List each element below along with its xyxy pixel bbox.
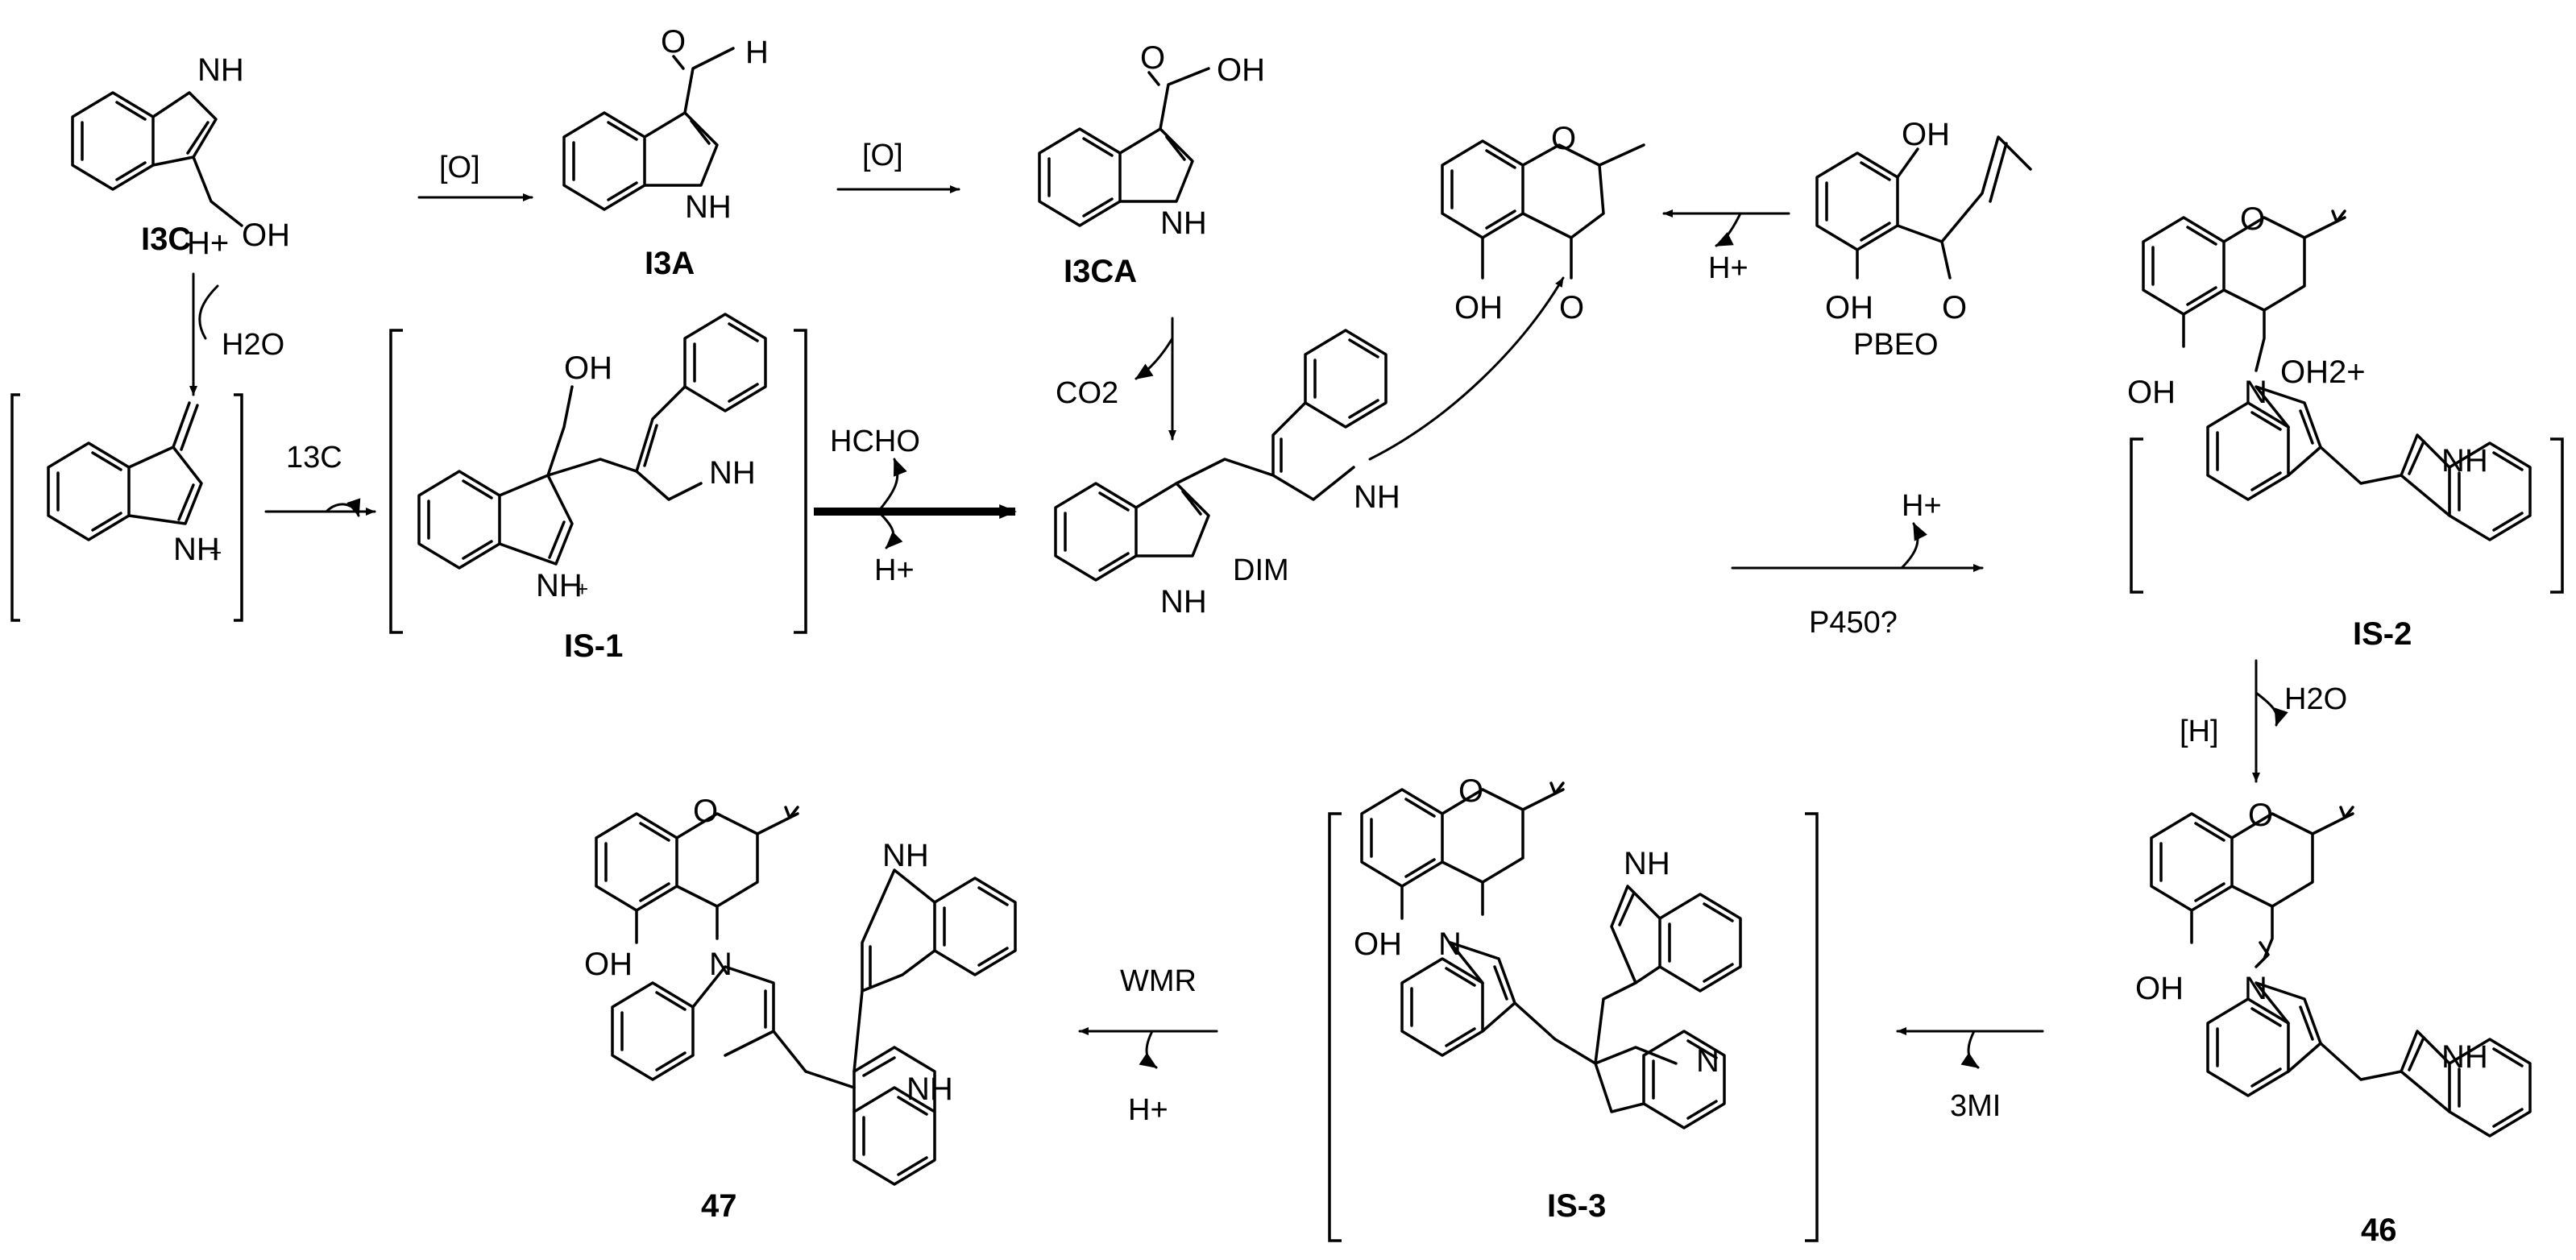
is3-label: IS-3 [1547, 1188, 1606, 1224]
c46-oh-label: OH [2135, 971, 2184, 1006]
i3c-hplus-label: H+ [187, 226, 229, 261]
c47-nh-bottom-label: NH [906, 1071, 953, 1107]
chroman-oh-label: OH [1454, 290, 1503, 325]
c47-oh-label: OH [584, 947, 633, 982]
c46-label: 46 [2361, 1212, 2397, 1248]
i3c-addition-label: 13C [286, 441, 342, 475]
is1-plus-label: + [576, 577, 588, 601]
i3a-h-label: H [745, 35, 769, 70]
arrow-pbeo-to-chroman: H+ [1662, 209, 1790, 285]
arrow-dim-attack [1368, 276, 1565, 461]
i3c-nh-label: NH [197, 52, 244, 88]
pbeo-structure: OH OH O PBEO [1815, 117, 2032, 362]
arrow-is2-to-46: [H] H2O [2180, 659, 2347, 783]
c46-o-label: O [2248, 798, 2273, 833]
is3-n-label: N [1438, 926, 1462, 962]
is3-intermediate: O OH N NH N IS-3 [1328, 773, 1819, 1242]
i3ca-o-label: O [1140, 40, 1165, 76]
water-loss-label-2: H2O [2284, 682, 2347, 716]
pbeo-label: PBEO [1853, 328, 1939, 362]
proton-label-1: H+ [874, 553, 915, 587]
p450-label: P450? [1809, 606, 1898, 640]
azafulvene-intermediate: NH + [10, 393, 243, 622]
i3a-label: I3A [645, 246, 695, 281]
is1-label: IS-1 [564, 628, 623, 664]
water-loss-label: H2O [222, 328, 284, 362]
proton-label-4: H+ [1128, 1093, 1168, 1127]
i3a-o-label: O [661, 24, 686, 60]
i3ca-structure: O OH NH I3CA [1038, 40, 1265, 289]
oxidation-2-label: [O] [862, 139, 903, 172]
is1-intermediate: OH NH NH + IS-1 [389, 313, 807, 664]
i3a-nh-label: NH [685, 189, 732, 225]
azafulvene-plus-label: + [209, 541, 222, 565]
i3ca-nh-label: NH [1160, 205, 1207, 241]
arrow-azafulvene-to-is1: 13C [264, 441, 376, 517]
chroman-intermediate: O OH O [1441, 121, 1645, 325]
is2-intermediate: O OH OH2+ N NH IS-2 [2127, 201, 2564, 652]
is3-nh-label: NH [1624, 846, 1670, 881]
is3-o-label: O [1458, 773, 1483, 809]
wmr-label: WMR [1120, 964, 1197, 998]
chroman-o-label: O [1551, 121, 1576, 156]
arrow-i3ca-to-dim: CO2 [1056, 317, 1176, 441]
proton-label-2: H+ [1708, 251, 1748, 285]
is2-oh-label: OH [2127, 375, 2176, 410]
is3-oh-label: OH [1354, 926, 1402, 962]
compound-47: O OH N NH NH 47 [584, 794, 1017, 1224]
is1-nh-label: NH [709, 455, 756, 491]
arrow-dim-to-is2: H+ P450? [1731, 489, 1984, 640]
addition-3mi-label: 3MI [1950, 1089, 2001, 1123]
dim-structure: NH NH DIM [1054, 329, 1400, 620]
i3a-structure: O H NH I3A [562, 24, 769, 281]
i3c-label: I3C [141, 222, 191, 257]
arrow-is3-to-47: WMR H+ [1078, 964, 1218, 1127]
i3c-structure: NH OH H+ I3C [71, 52, 290, 261]
arrow-i3c-to-i3a: [O] [417, 151, 533, 201]
is2-oh2plus-label: OH2+ [2280, 354, 2366, 390]
c46-nh-label: NH [2441, 1039, 2488, 1075]
proton-label-3: H+ [1902, 489, 1942, 523]
co2-label: CO2 [1056, 376, 1118, 410]
arrow-is1-to-dim: HCHO H+ [814, 425, 1017, 587]
is2-nh-label: NH [2441, 443, 2488, 479]
is1-nhplus-label: NH [536, 568, 583, 603]
c47-n-label: N [709, 947, 732, 982]
chroman-ketone-o-label: O [1559, 290, 1584, 325]
i3ca-oh-label: OH [1217, 52, 1265, 88]
pbeo-ketone-o-label: O [1942, 290, 1967, 325]
formaldehyde-label: HCHO [830, 425, 920, 458]
pbeo-oh-top-label: OH [1902, 117, 1950, 152]
is2-label: IS-2 [2353, 616, 2412, 652]
dim-nh-right-label: NH [1354, 479, 1400, 515]
i3ca-label: I3CA [1064, 254, 1137, 289]
i3c-oh-label: OH [242, 218, 290, 253]
is2-n-label: N [2244, 375, 2267, 410]
c47-o-label: O [693, 794, 718, 829]
oxidation-1-label: [O] [439, 151, 480, 184]
c47-nh-top-label: NH [882, 838, 929, 873]
c46-n-label: N [2244, 971, 2267, 1006]
dim-nh-left-label: NH [1160, 584, 1207, 620]
arrow-46-to-is3: 3MI [1896, 1027, 2044, 1123]
is1-oh-label: OH [564, 350, 612, 386]
compound-46: O OH N NH 46 [2135, 798, 2532, 1248]
dim-label: DIM [1233, 553, 1289, 587]
is2-o-label: O [2240, 201, 2265, 237]
arrow-i3a-to-i3ca: [O] [836, 139, 960, 193]
pbeo-oh-bottom-label: OH [1825, 290, 1873, 325]
reduction-label: [H] [2180, 715, 2219, 748]
c47-label: 47 [701, 1188, 737, 1224]
azafulvene-nh-label: NH [173, 532, 220, 567]
is3-n-right-label: N [1696, 1043, 1719, 1079]
arrow-i3c-to-azafulvene: H2O [189, 272, 284, 396]
